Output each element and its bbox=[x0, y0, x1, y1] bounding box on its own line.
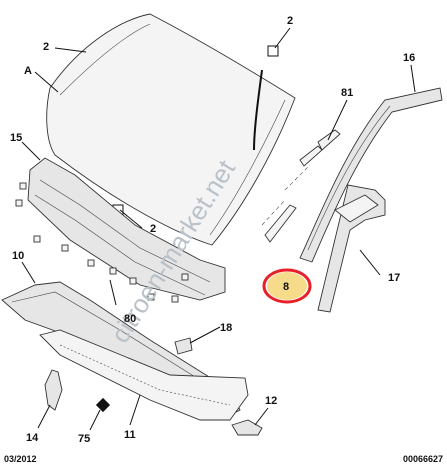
scuttle-panel-part[interactable] bbox=[27, 157, 226, 301]
label-2-top: 2 bbox=[287, 15, 293, 27]
label-10: 10 bbox=[12, 250, 24, 262]
leader-lines bbox=[21, 27, 416, 431]
label-18: 18 bbox=[220, 322, 232, 334]
bracket-14-part[interactable] bbox=[44, 369, 63, 411]
pillar-bracket-part[interactable] bbox=[317, 184, 386, 313]
label-81: 81 bbox=[341, 87, 353, 99]
cap-18-part[interactable] bbox=[174, 337, 193, 355]
label-2-bottom: 2 bbox=[150, 223, 156, 235]
clip-12-part[interactable] bbox=[231, 419, 263, 436]
windscreen-part[interactable] bbox=[46, 13, 296, 246]
highlight-part-8[interactable] bbox=[262, 268, 312, 304]
label-2-left: 2 bbox=[43, 41, 49, 53]
label-12: 12 bbox=[265, 395, 277, 407]
clips-group bbox=[15, 182, 189, 303]
label-8: 8 bbox=[283, 281, 289, 293]
callout-square-top bbox=[267, 45, 279, 57]
highlight-fill bbox=[267, 272, 307, 300]
pad-75-part[interactable] bbox=[95, 397, 111, 413]
label-75: 75 bbox=[78, 433, 90, 445]
label-16: 16 bbox=[403, 52, 415, 64]
label-11: 11 bbox=[124, 429, 136, 441]
footer-ref: 00066627 bbox=[403, 454, 443, 464]
label-15: 15 bbox=[10, 132, 22, 144]
cowl-grille-part[interactable] bbox=[39, 329, 249, 421]
highlight-ring bbox=[262, 268, 312, 304]
label-a: A bbox=[24, 65, 32, 77]
pillar-trim-part[interactable] bbox=[299, 87, 443, 263]
label-80: 80 bbox=[124, 313, 136, 325]
windscreen-seal-line bbox=[253, 69, 263, 151]
seal-strip-part[interactable] bbox=[261, 129, 341, 243]
label-14: 14 bbox=[26, 432, 39, 444]
footer-date: 03/2012 bbox=[4, 454, 37, 464]
label-17: 17 bbox=[388, 272, 400, 284]
